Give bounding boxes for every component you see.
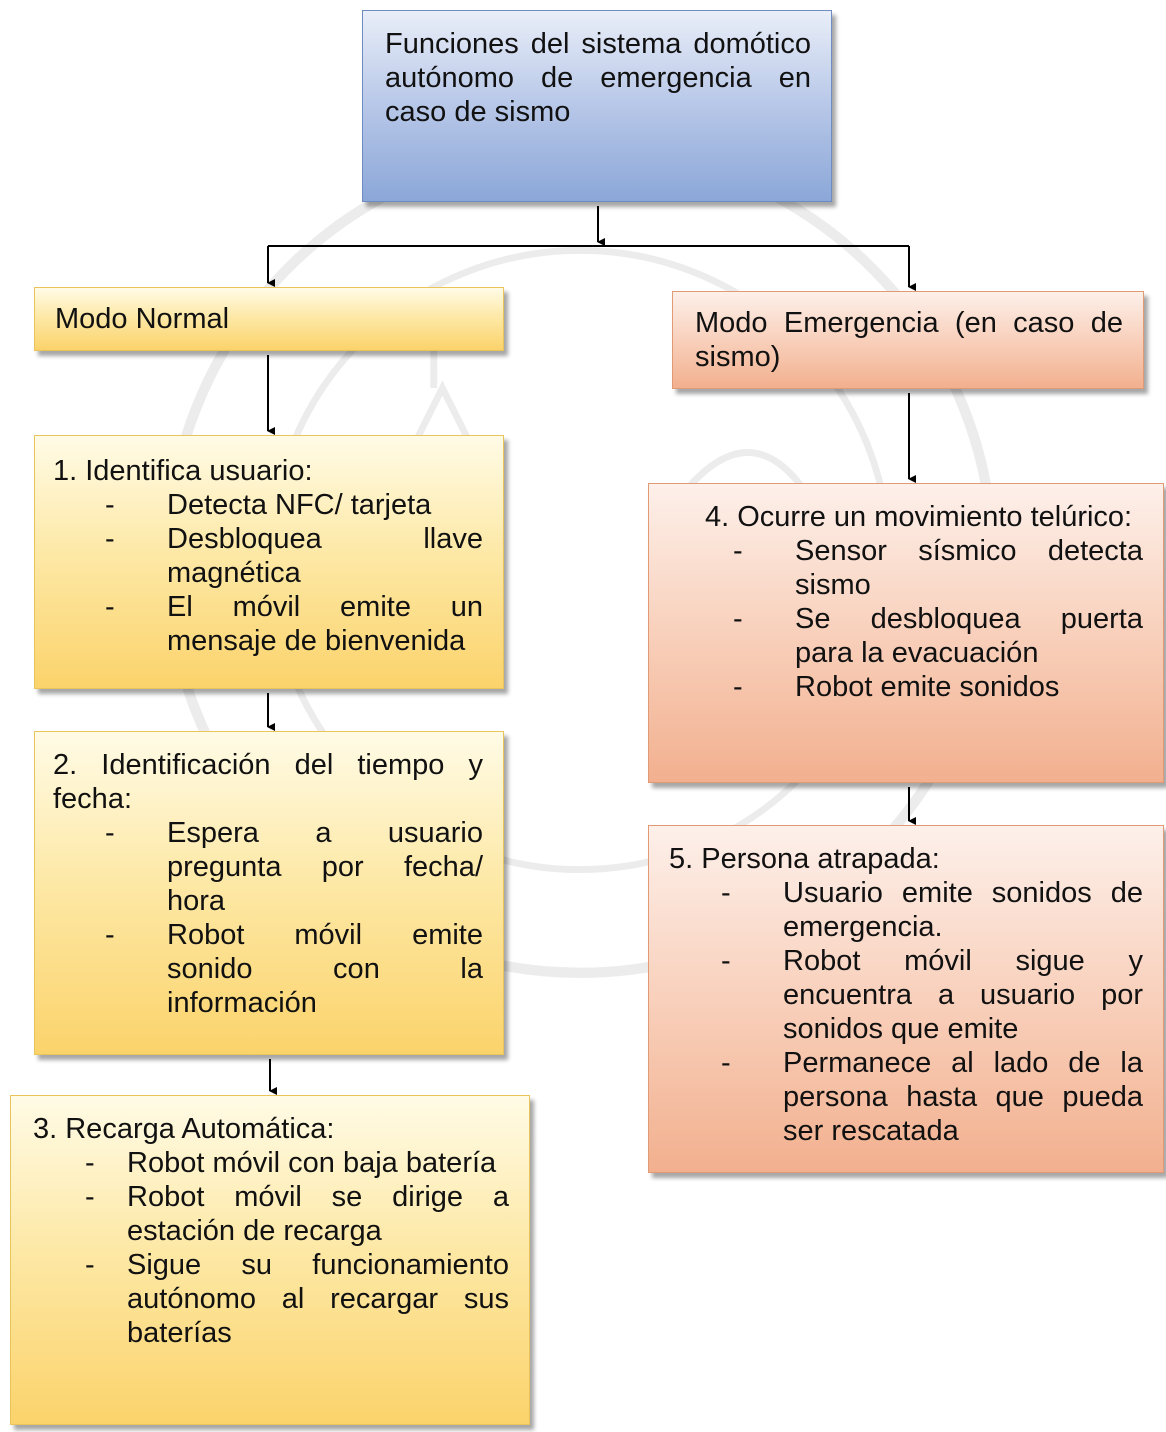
step-3-list: -Robot móvil con baja batería -Robot móv… [33,1146,509,1350]
list-item: -Espera a usuario pregunta por fecha/ ho… [105,817,483,917]
list-item: -Sensor sísmico detecta sismo [733,535,1143,601]
step-1-heading: 1. Identifica usuario: [53,455,313,487]
list-item: -Permanece al lado de la persona hasta q… [721,1047,1143,1147]
step-5-list: -Usuario emite sonidos de emergencia. -R… [669,876,1143,1148]
step-3-box: 3. Recarga Automática: -Robot móvil con … [10,1095,530,1425]
list-item: -Robot móvil sigue y encuentra a usuario… [721,945,1143,1045]
step-5-box: 5. Persona atrapada: -Usuario emite soni… [648,825,1164,1173]
normal-mode-box: Modo Normal [34,287,504,351]
step-2-list: -Espera a usuario pregunta por fecha/ ho… [53,816,483,1020]
list-item: -Robot móvil emite sonido con la informa… [105,919,483,1019]
list-item: -Desbloquea llave magnética [105,523,483,589]
list-item: -Robot móvil con baja batería [85,1147,497,1179]
step-4-heading: 4. Ocurre un movimiento telúrico: [705,501,1133,533]
list-item: -Robot móvil se dirige a estación de rec… [85,1181,509,1247]
emergency-mode-box: Modo Emergencia (en caso de sismo) [672,291,1144,389]
step-4-box: 4. Ocurre un movimiento telúrico: -Senso… [648,483,1164,783]
normal-mode-label: Modo Normal [55,303,230,335]
step-5-heading: 5. Persona atrapada: [669,843,940,875]
step-1-box: 1. Identifica usuario: -Detecta NFC/ tar… [34,435,504,689]
emergency-mode-label: Modo Emergencia (en caso de sismo) [695,307,1123,373]
list-item: -El móvil emite un mensaje de bienvenida [105,591,483,657]
step-2-heading: 2. Identificación del tiempo y fecha: [53,749,483,815]
list-item: -Detecta NFC/ tarjeta [105,489,432,521]
list-item: -Robot emite sonidos [733,671,1060,703]
list-item: -Se desbloquea puerta para la evacuación [733,603,1143,669]
root-box: Funciones del sistema domótico autónomo … [362,10,832,202]
list-item: -Sigue su funcionamiento autónomo al rec… [85,1249,509,1349]
root-title: Funciones del sistema domótico autónomo … [385,28,811,128]
list-item: -Usuario emite sonidos de emergencia. [721,877,1143,943]
step-4-list: -Sensor sísmico detecta sismo -Se desblo… [705,534,1143,704]
step-1-list: -Detecta NFC/ tarjeta -Desbloquea llave … [53,488,483,658]
step-2-box: 2. Identificación del tiempo y fecha: -E… [34,731,504,1055]
step-3-heading: 3. Recarga Automática: [33,1113,335,1145]
